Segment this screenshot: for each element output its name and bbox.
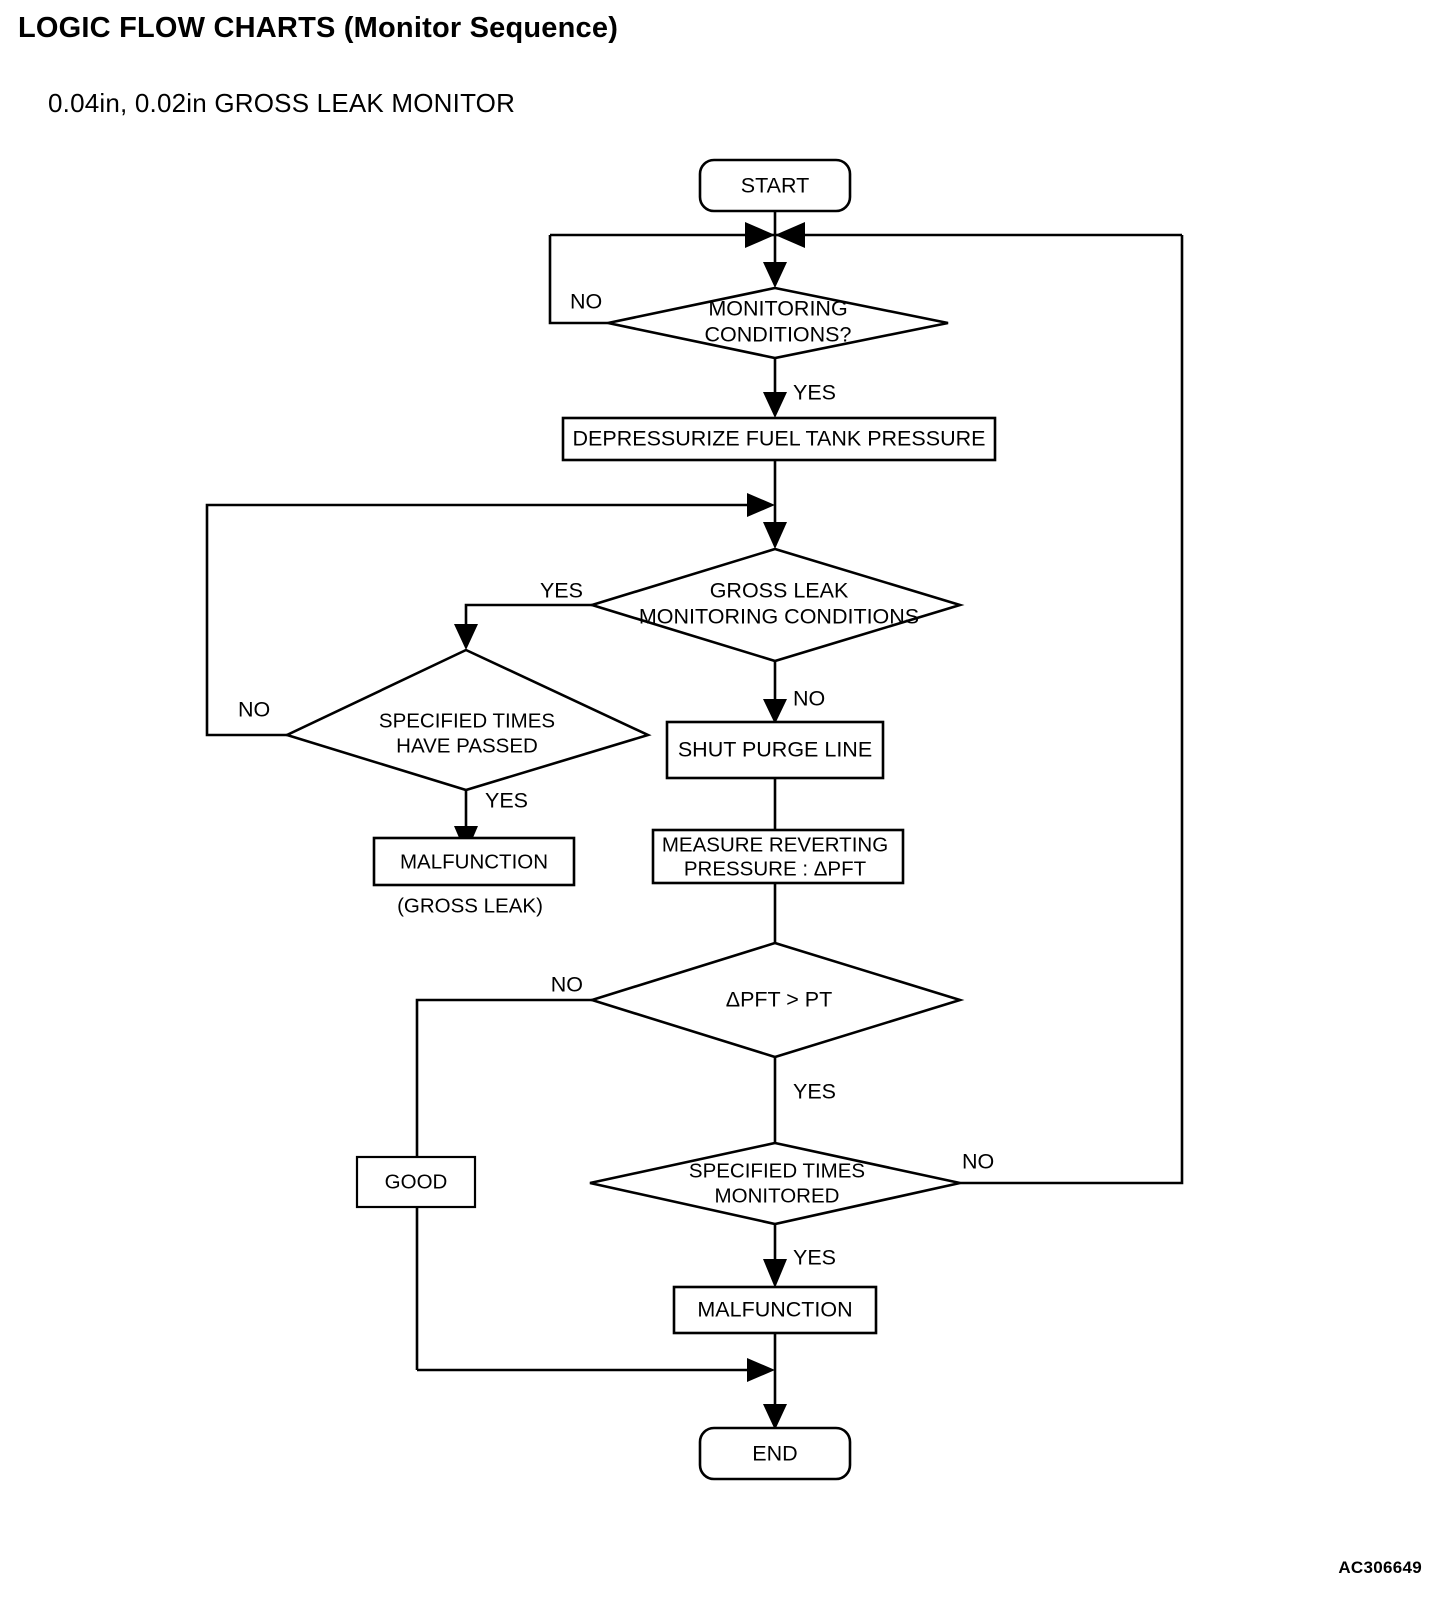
shut-purge-line-label: SHUT PURGE LINE [678,738,872,762]
measure-reverting-pressure-line1: MEASURE REVERTING [662,833,888,856]
specified-times-passed-line2: HAVE PASSED [396,734,538,757]
arrowhead-into-depressurize [763,392,787,418]
node-end[interactable]: END [698,1426,852,1481]
edge-gross-cond-yes [464,603,592,630]
node-start[interactable]: START [698,158,852,213]
page-title: LOGIC FLOW CHARTS (Monitor Sequence) [18,12,619,44]
node-monitoring-conditions[interactable]: MONITORING CONDITIONS? [607,286,949,360]
pft-greater-than-pt-shape[interactable] [587,941,965,1059]
measure-reverting-pressure-shape[interactable] [651,828,905,885]
malfunction-gross-leak-label: MALFUNCTION [400,850,548,873]
node-specified-times-passed[interactable]: SPECIFIED TIMES HAVE PASSED [283,648,652,792]
arrowhead-into-mon-cond [763,262,787,288]
malfunction-shape[interactable] [672,1285,878,1335]
end-shape[interactable] [698,1426,852,1481]
node-depressurize[interactable]: DEPRESSURIZE FUEL TANK PRESSURE [561,416,997,462]
node-pft-greater-than-pt[interactable]: ΔPFT > PT [587,941,965,1059]
label-times-passed-no: NO [238,698,270,722]
label-monitoring-yes: YES [793,381,836,405]
node-shut-purge-line[interactable]: SHUT PURGE LINE [665,720,885,780]
edge-pft-no-to-good [415,998,592,1370]
label-times-monitored-yes: YES [793,1246,836,1270]
specified-times-monitored-line1: SPECIFIED TIMES [689,1159,865,1182]
depressurize-label: DEPRESSURIZE FUEL TANK PRESSURE [573,427,986,451]
figure-code: AC306649 [1338,1558,1422,1577]
monitoring-conditions-shape[interactable] [607,286,949,360]
end-label: END [752,1442,797,1466]
node-malfunction-gross-leak[interactable]: MALFUNCTION (GROSS LEAK) [372,836,576,917]
arrowhead-into-times-passed [454,624,478,650]
arrowhead-into-gross-cond [763,522,787,549]
good-shape[interactable] [355,1155,477,1209]
label-monitoring-no: NO [570,290,602,314]
depressurize-shape[interactable] [561,416,997,462]
measure-reverting-pressure-line2: PRESSURE : ΔPFT [684,857,867,880]
malfunction-gross-leak-shape[interactable] [372,836,576,887]
label-pft-yes: YES [793,1080,836,1104]
start-label: START [741,174,810,198]
label-gross-leak-no: NO [793,687,825,711]
arrowhead-times-passed-no-join [747,493,775,517]
edge-mon-cond-no-loop [548,235,608,325]
edge-times-passed-no-loop [205,503,747,737]
specified-times-passed-shape[interactable] [283,648,652,792]
start-shape[interactable] [698,158,852,213]
specified-times-passed-line1: SPECIFIED TIMES [379,709,555,732]
arrowhead-into-malfunction-2 [763,1259,787,1288]
arrowhead-into-end [763,1404,787,1430]
node-good[interactable]: GOOD [355,1155,477,1209]
branch-label-layer: NO YES YES NO NO YES NO YES NO YES [238,290,994,1270]
label-gross-leak-yes: YES [540,579,583,603]
good-label: GOOD [385,1170,448,1193]
arrowhead-into-shut-purge [763,699,787,724]
node-measure-reverting-pressure[interactable]: MEASURE REVERTING PRESSURE : ΔPFT [651,828,905,885]
pft-greater-than-pt-label: ΔPFT > PT [726,988,833,1012]
gross-leak-conditions-line1: GROSS LEAK [710,579,849,603]
shut-purge-line-shape[interactable] [665,720,885,780]
malfunction-label: MALFUNCTION [697,1298,852,1322]
specified-times-monitored-line2: MONITORED [715,1184,840,1207]
label-times-monitored-no: NO [962,1150,994,1174]
edge-times-mon-no-loop [960,235,1184,1185]
label-times-passed-yes: YES [485,789,528,813]
gross-leak-conditions-line2: MONITORING CONDITIONS [639,605,919,629]
edge-layer [205,211,1184,1430]
monitoring-conditions-line1: MONITORING [708,297,847,321]
node-malfunction[interactable]: MALFUNCTION [672,1285,878,1335]
label-pft-no: NO [551,973,583,997]
gross-leak-conditions-shape[interactable] [587,547,965,663]
malfunction-gross-leak-note: (GROSS LEAK) [397,894,543,917]
page-subtitle: 0.04in, 0.02in GROSS LEAK MONITOR [48,88,516,118]
node-gross-leak-conditions[interactable]: GROSS LEAK MONITORING CONDITIONS [587,547,965,663]
arrowhead-merge-from-left [745,222,775,248]
node-specified-times-monitored[interactable]: SPECIFIED TIMES MONITORED [589,1141,961,1226]
specified-times-monitored-shape[interactable] [589,1141,961,1226]
arrowhead-bottom-merge-join [747,1358,775,1382]
arrowhead-merge-from-right [775,222,805,248]
monitoring-conditions-line2: CONDITIONS? [705,323,852,347]
